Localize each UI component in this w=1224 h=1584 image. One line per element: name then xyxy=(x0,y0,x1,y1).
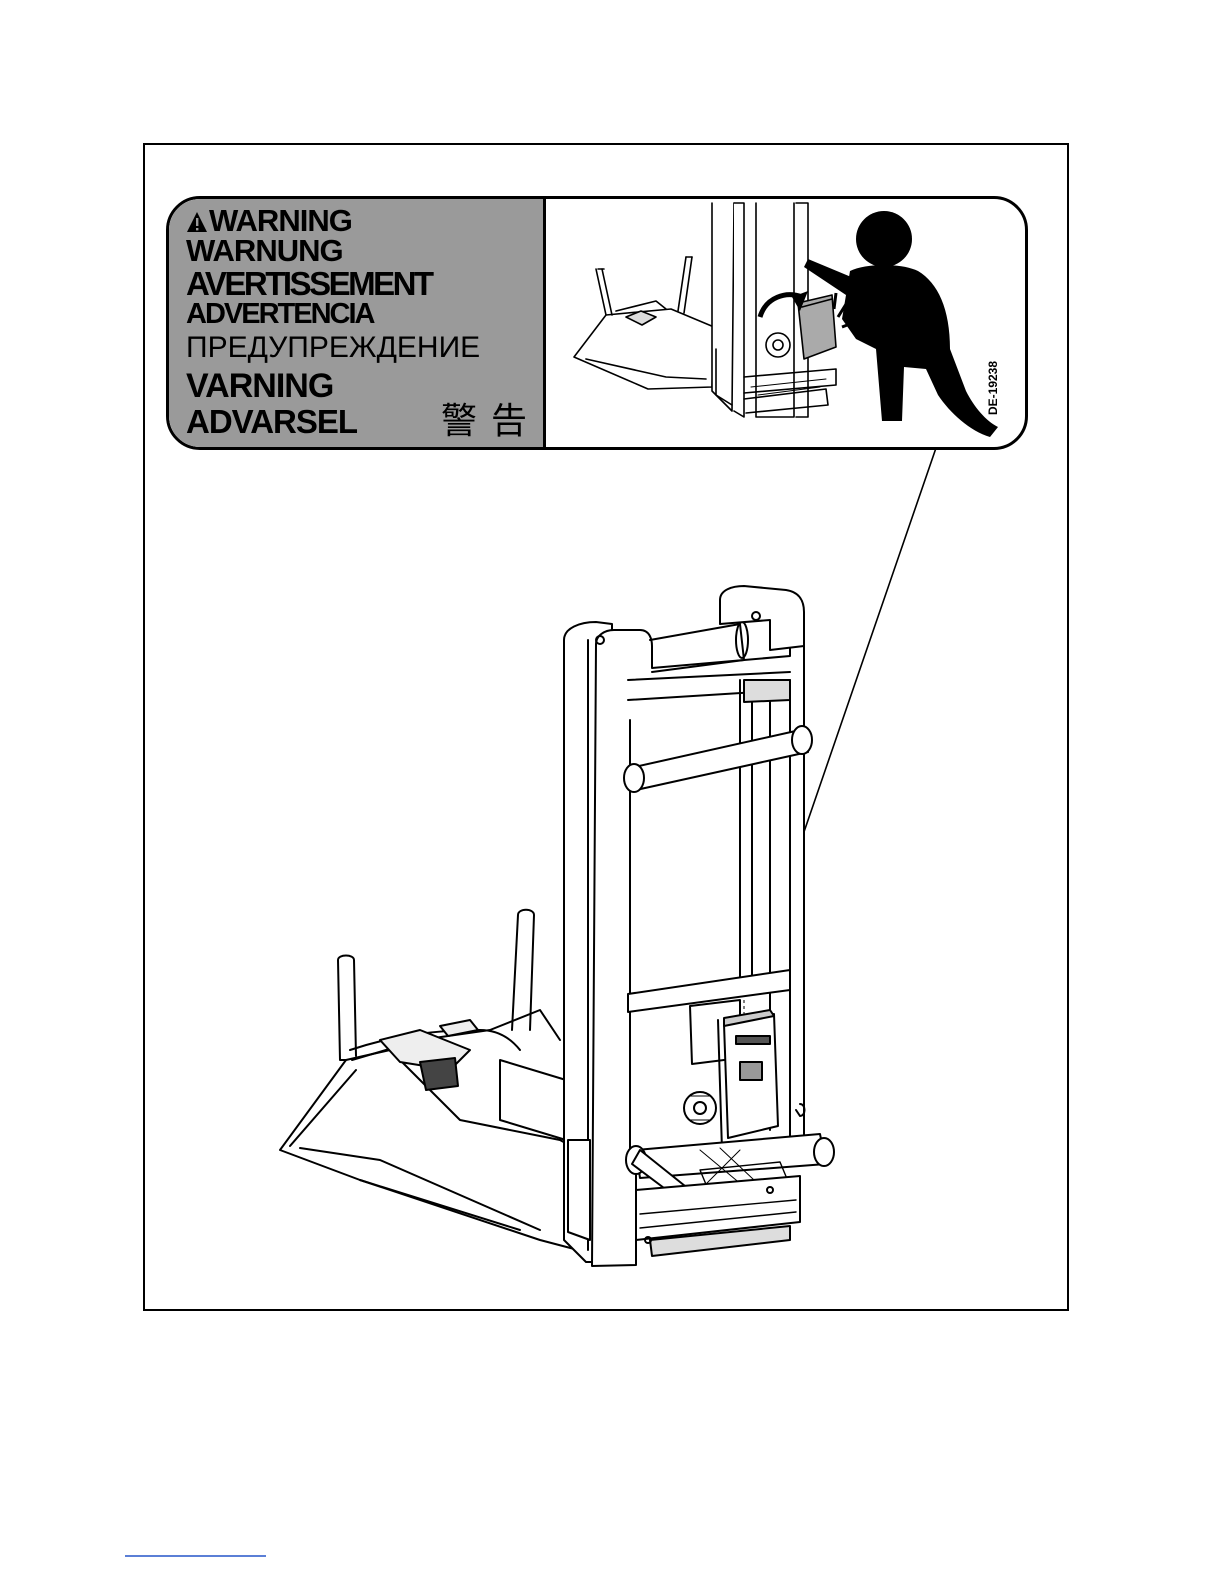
footer-rule xyxy=(125,1555,266,1557)
